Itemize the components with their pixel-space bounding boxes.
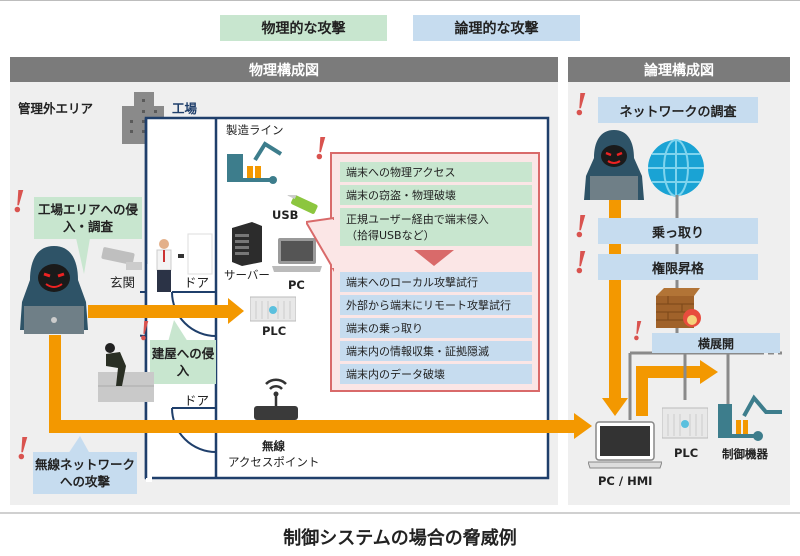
bubble-tail — [68, 436, 90, 454]
step-privilege-escalation: 権限昇格 — [598, 254, 758, 280]
ap-label-line1: 無線 — [262, 439, 285, 453]
step-takeover: 乗っ取り — [598, 218, 758, 244]
factory-label: 工場 — [172, 101, 198, 116]
logical-panel-header: 論理構成図 — [568, 57, 790, 82]
callout-item-logical: 端末内のデータ破壊 — [340, 364, 532, 384]
alert-icon: ! — [574, 244, 588, 281]
plc-label: PLC — [262, 324, 287, 338]
firewall-icon — [656, 288, 701, 328]
callout-item-logical: 端末の乗っ取り — [340, 318, 532, 338]
alert-icon: ! — [574, 208, 588, 245]
callout-item-physical: 端末の窃盗・物理破壊 — [340, 185, 532, 205]
production-line-label: 製造ライン — [226, 123, 284, 137]
pc-hmi-label: PC / HMI — [598, 474, 653, 488]
alert-icon: ! — [314, 130, 328, 167]
security-camera-icon — [101, 247, 142, 270]
step-network-survey: ネットワークの調査 — [598, 97, 758, 123]
callout-item-text: 正規ユーザー経由で端末侵入 — [346, 213, 489, 226]
server-label: サーバー — [224, 268, 270, 282]
pc-label: PC — [288, 278, 305, 292]
alert-icon: ! — [16, 430, 30, 467]
figure-caption: 制御システムの場合の脅威例 — [283, 528, 517, 549]
hacker-icon — [20, 246, 88, 334]
pc-hmi-icon — [588, 421, 662, 469]
ap-label-line2: アクセスポイント — [228, 455, 320, 469]
usb-label: USB — [272, 208, 299, 222]
hacker-icon — [584, 130, 644, 200]
callout-item-text: （拾得USBなど） — [346, 229, 435, 242]
laptop-icon — [272, 238, 322, 272]
door-label-1: ドア — [184, 275, 210, 290]
internet-globe-icon — [648, 139, 704, 197]
bubble-factory-intrusion: 工場エリアへの侵入・調査 — [34, 197, 142, 239]
production-robot-icon — [227, 141, 283, 184]
server-icon — [232, 222, 262, 266]
control-equipment-label: 制御機器 — [722, 447, 768, 461]
plc-label: PLC — [674, 446, 699, 460]
alert-icon: ! — [12, 183, 26, 220]
threat-callout: 端末への物理アクセス 端末の窃盗・物理破壊 正規ユーザー経由で端末侵入 （拾得U… — [330, 152, 540, 392]
climbing-intruder-icon — [98, 343, 154, 402]
wireless-ap-icon — [254, 378, 298, 420]
bottom-divider — [0, 512, 800, 514]
top-divider — [0, 0, 800, 1]
legend-logical-attack: 論理的な攻撃 — [413, 15, 580, 41]
bubble-tail — [76, 238, 90, 274]
employee-icon — [156, 239, 184, 292]
factory-left-wall — [144, 262, 148, 478]
door-icon — [187, 233, 213, 275]
control-equipment-icon — [718, 394, 782, 441]
physical-panel-header: 物理構成図 — [10, 57, 558, 82]
plc-icon — [662, 407, 708, 439]
plc-icon — [250, 296, 296, 322]
legend-physical-attack: 物理的な攻撃 — [220, 15, 387, 41]
alert-icon: ! — [632, 316, 643, 347]
bubble-wireless-attack: 無線ネットワークへの攻撃 — [33, 452, 137, 494]
usb-stick-icon — [287, 195, 318, 214]
entrance-label: 玄関 — [110, 275, 136, 290]
callout-item-physical: 端末への物理アクセス — [340, 162, 532, 182]
outside-area-label: 管理外エリア — [18, 101, 94, 116]
alert-icon: ! — [574, 86, 588, 123]
callout-item-logical: 端末へのローカル攻撃試行 — [340, 272, 532, 292]
bubble-tail — [168, 320, 188, 342]
alert-icon: ! — [139, 316, 150, 347]
down-triangle-icon — [414, 250, 454, 266]
callout-item-logical: 端末内の情報収集・証拠隠滅 — [340, 341, 532, 361]
door-label-2: ドア — [184, 393, 210, 408]
callout-item-logical: 外部から端末にリモート攻撃試行 — [340, 295, 532, 315]
bubble-building-intrusion: 建屋への侵入 — [150, 340, 216, 384]
lateral-movement-label: 横展開 — [652, 333, 780, 353]
callout-item-physical: 正規ユーザー経由で端末侵入 （拾得USBなど） — [340, 208, 532, 246]
callout-pointer — [306, 216, 334, 272]
